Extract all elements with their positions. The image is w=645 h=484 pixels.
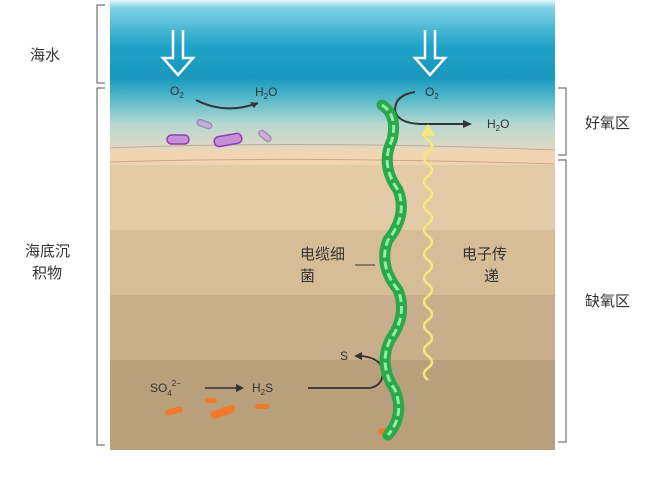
electron-transfer-label-1: 电子传 xyxy=(462,245,508,263)
sediment-layer-4 xyxy=(110,360,555,450)
diagram-canvas: O2 H2O O2 H2O S SO42− H2S xyxy=(96,0,567,450)
aerobic-bracket xyxy=(558,87,567,156)
cable-bacteria-diagram: O2 H2O O2 H2O S SO42− H2S 海水 海底沉 积物 好氧区 … xyxy=(25,0,631,450)
oxygen-down-arrow-left xyxy=(160,30,196,77)
cable-bacteria-label-1: 电缆细 xyxy=(300,245,346,263)
seawater-layer xyxy=(110,0,555,155)
sediment-bracket xyxy=(96,87,105,446)
sediment-layer-2 xyxy=(110,230,555,295)
seawater-bracket xyxy=(96,4,105,84)
electron-transfer-label-2: 递 xyxy=(484,267,500,285)
h2s: H2S xyxy=(252,381,273,397)
surface-sediment-layer xyxy=(110,150,555,165)
aerobic-bacteria xyxy=(166,118,272,148)
sulfur: S xyxy=(340,349,348,363)
h2o-left: H2O xyxy=(255,85,277,101)
o2-to-h2o-arrow-right xyxy=(393,91,465,125)
sediment-layer-1 xyxy=(110,165,555,230)
electron-transfer-arrow xyxy=(422,127,434,381)
o2-to-h2o-arrow-left xyxy=(195,99,259,110)
cable-bacteria-label-2: 菌 xyxy=(300,267,316,285)
seawater-label: 海水 xyxy=(30,46,61,64)
aerobic-zone-label: 好氧区 xyxy=(585,114,631,132)
h2o-right: H2O xyxy=(487,117,509,133)
oxygen-down-arrow-right xyxy=(412,30,448,77)
sediment-label-line1: 海底沉 xyxy=(25,242,71,260)
watermark: 上海调查 xyxy=(560,426,633,483)
anoxic-bracket xyxy=(558,159,567,443)
sediment-label-line2: 积物 xyxy=(32,264,63,282)
anoxic-zone-label: 缺氧区 xyxy=(585,292,631,310)
sediment-layer-3 xyxy=(110,295,555,360)
